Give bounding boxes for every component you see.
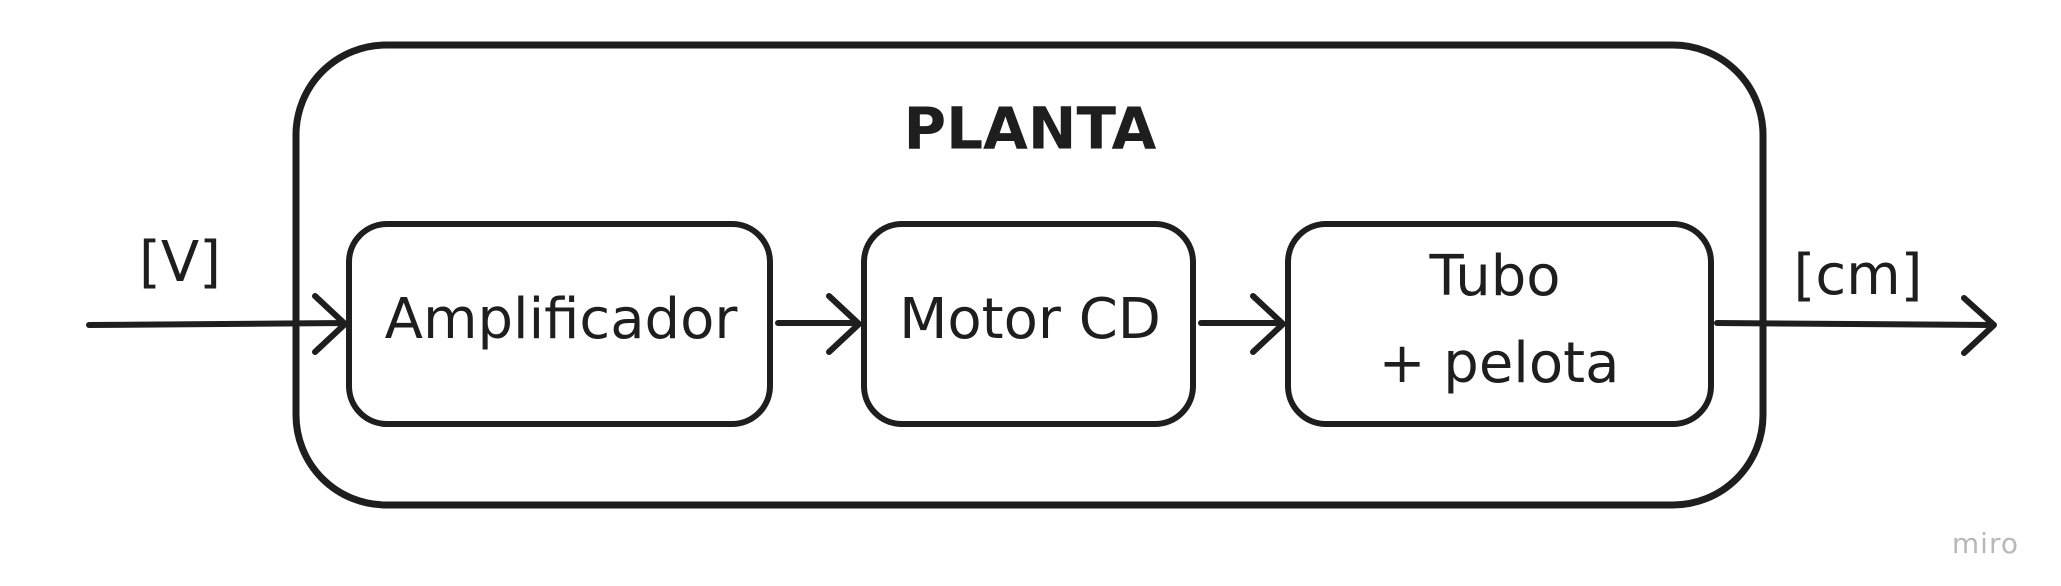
input-unit-label: [V] [138,229,222,295]
tubo-label: Tubo [1429,243,1561,309]
input-arrow [86,293,348,355]
amplificador-block [346,221,773,427]
motor-cd-label: Motor CD [899,286,1161,352]
amplificador-label: Amplificador [384,286,738,352]
pelota-label: + pelota [1378,330,1620,396]
planta-container [292,41,1767,509]
arrow-motor-to-tubo [1198,293,1286,355]
planta-title: PLANTA [903,94,1157,163]
output-arrow [1714,295,1997,356]
arrow-amplificador-to-motor [775,293,862,355]
tubo-pelota-block [1285,221,1714,427]
motor-cd-block [861,221,1196,427]
miro-watermark: miro [1951,527,2019,560]
output-unit-label: [cm] [1793,242,1923,308]
